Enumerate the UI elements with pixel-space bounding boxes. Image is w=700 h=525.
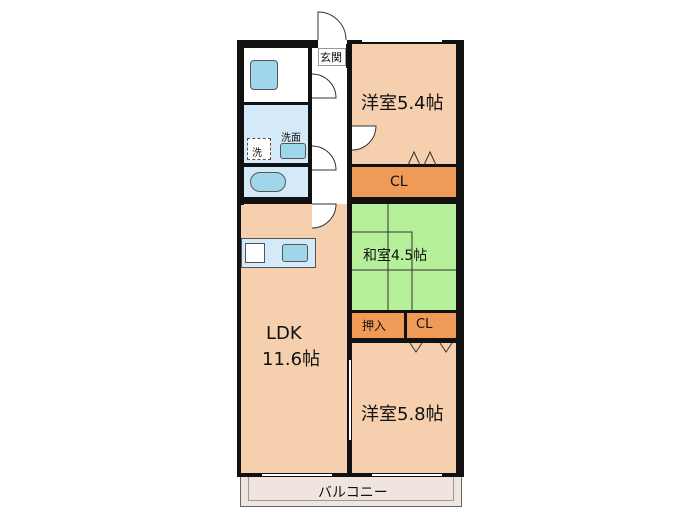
wall-closet1-bottom bbox=[352, 197, 456, 204]
wall-top-right bbox=[348, 40, 464, 44]
wall-right bbox=[456, 40, 464, 477]
wall-ldk-top bbox=[237, 197, 312, 204]
wall-wash-bottom bbox=[244, 163, 308, 167]
kitchen-sink-icon bbox=[282, 244, 308, 262]
western-room-2-label: 洋室5.8帖 bbox=[361, 404, 444, 425]
bathtub-icon bbox=[250, 60, 278, 90]
closet-2 bbox=[407, 313, 456, 338]
wall-closet2-bottom bbox=[352, 338, 456, 343]
wall-jp-bottom bbox=[352, 310, 456, 313]
washer-spot-icon bbox=[247, 138, 271, 160]
closet-1 bbox=[352, 167, 456, 197]
washroom-label: 洗面 bbox=[281, 133, 301, 144]
entrance bbox=[318, 48, 346, 66]
toilet-icon bbox=[250, 172, 286, 192]
wall-closet1-top bbox=[352, 164, 456, 167]
japanese-room-label: 和室4.5帖 bbox=[363, 248, 428, 264]
balcony-label: バルコニー bbox=[318, 485, 388, 501]
window-bottom-left bbox=[262, 474, 332, 476]
western-room-1-label: 洋室5.4帖 bbox=[361, 93, 444, 114]
wall-center bbox=[347, 40, 352, 477]
wall-closet-divider bbox=[404, 313, 407, 338]
washer-label: 洗 bbox=[252, 148, 262, 159]
window-bottom-right bbox=[372, 474, 442, 476]
tatami-lines bbox=[352, 204, 456, 310]
wall-bath-bottom bbox=[244, 102, 308, 105]
wall-entrance-right bbox=[346, 44, 352, 68]
balcony bbox=[240, 477, 462, 507]
window-top bbox=[362, 40, 442, 42]
oshiire-label: 押入 bbox=[362, 319, 387, 333]
ldk-size-label: 11.6帖 bbox=[262, 349, 321, 370]
stove-icon bbox=[245, 243, 265, 263]
wall-top-left bbox=[237, 40, 318, 48]
wall-left bbox=[237, 40, 241, 477]
wall-wet-right bbox=[308, 48, 312, 201]
sink-icon bbox=[280, 143, 306, 159]
ldk-name-label: LDK bbox=[266, 323, 302, 344]
oshiire bbox=[352, 313, 404, 338]
closet-1-label: CL bbox=[390, 174, 408, 190]
closet-2-label: CL bbox=[416, 317, 433, 332]
japanese-room bbox=[352, 204, 456, 310]
western-room-1 bbox=[352, 44, 456, 166]
wall-bath-left bbox=[237, 40, 244, 205]
western-room-2 bbox=[352, 343, 456, 473]
balcony-rail bbox=[248, 477, 454, 501]
entrance-label: 玄関 bbox=[320, 51, 342, 64]
